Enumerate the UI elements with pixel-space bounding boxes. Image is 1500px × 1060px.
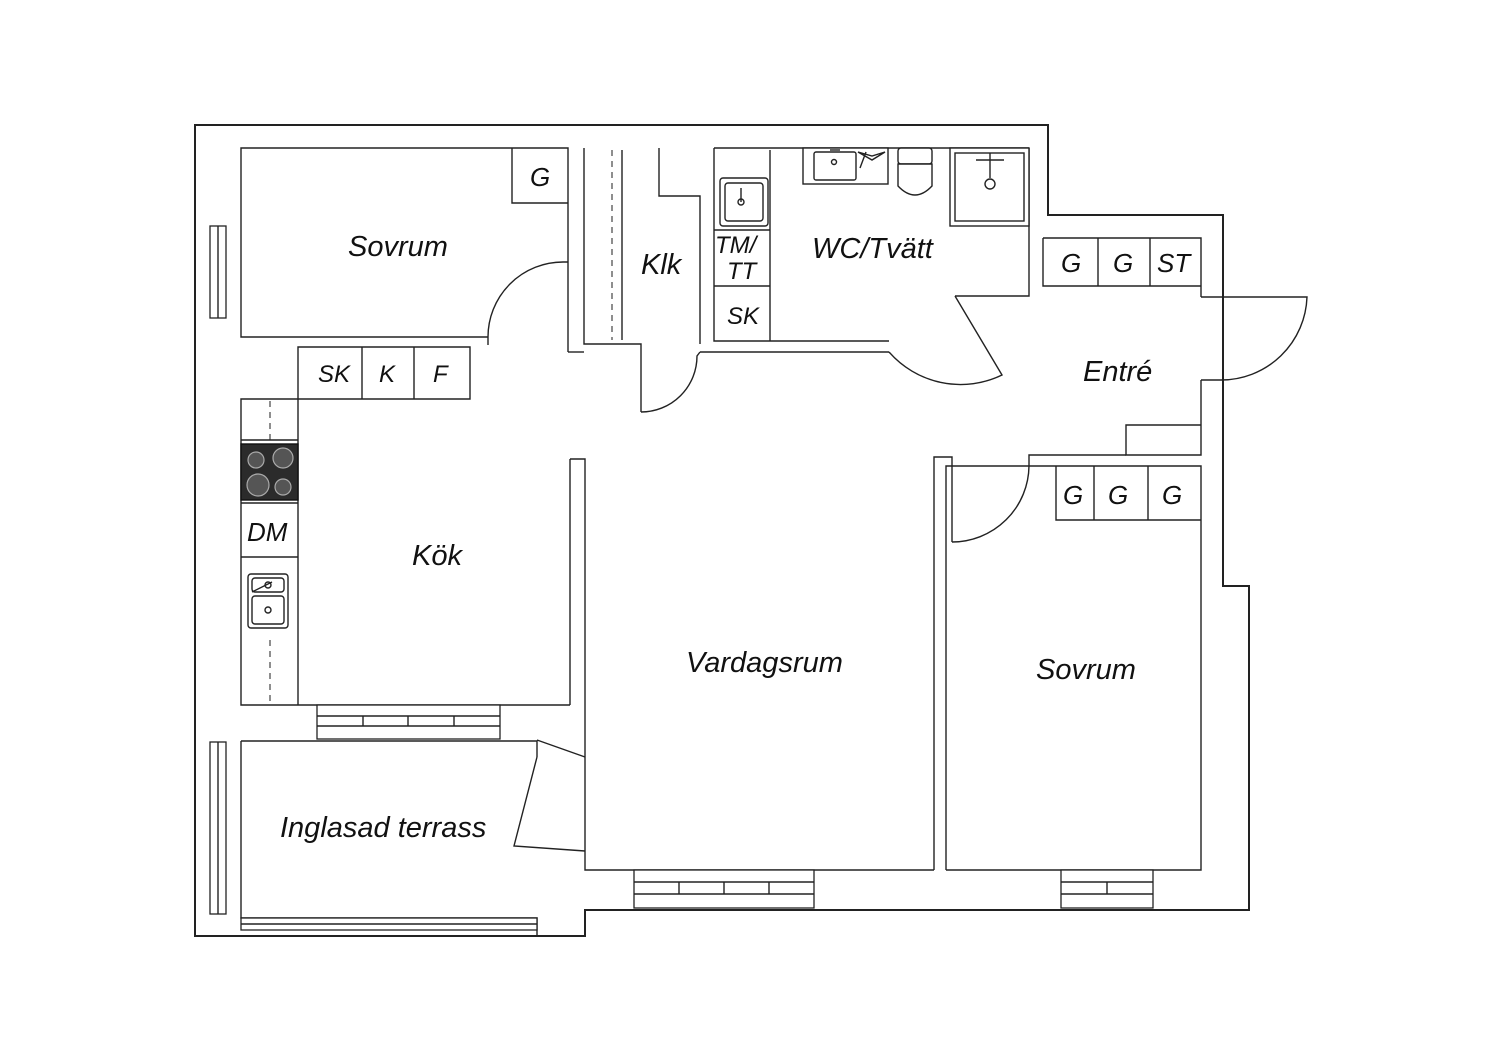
door-entre [1201, 296, 1308, 381]
wc-walls [700, 147, 1030, 353]
cabinet-label-entre-g1: G [1061, 248, 1081, 278]
washer-icon [719, 177, 769, 227]
sovrum-top-walls [240, 147, 569, 352]
stove-icon [240, 443, 299, 501]
room-label-kok: Kök [412, 540, 463, 572]
room-label-sovrum-right: Sovrum [1036, 654, 1136, 686]
window-vardagsrum [633, 869, 815, 909]
window-sovrum-top [209, 225, 227, 319]
room-label-entre: Entré [1083, 356, 1152, 388]
kitchen-sink-icon [247, 573, 289, 629]
cabinet-label-entre-st: ST [1157, 248, 1192, 278]
door-wc [888, 295, 1003, 386]
door-klk [640, 351, 701, 413]
door-terrass [513, 739, 586, 852]
sovrum2-cabinets [1055, 466, 1201, 521]
cabinet-label-wc-sk: SK [727, 303, 760, 330]
sovrum1-cabinet [511, 148, 568, 204]
window-sovrum-right [1060, 869, 1154, 909]
kok-walls [240, 346, 570, 706]
window-terrass-side [209, 741, 227, 915]
door-sovrum-right [951, 465, 1030, 543]
room-label-klk: Klk [641, 249, 683, 281]
window-kok [316, 704, 501, 740]
cabinet-label-sovrum1-g: G [530, 162, 550, 192]
room-label-vardagsrum: Vardagsrum [686, 647, 843, 679]
room-label-terrass: Inglasad terrass [280, 812, 486, 844]
toilet-icon [897, 147, 933, 196]
klk-walls [583, 148, 701, 412]
shower-icon [949, 147, 1030, 227]
cabinet-label-kok-f: F [433, 361, 449, 388]
cabinet-label-entre-g2: G [1113, 248, 1133, 278]
room-label-sovrum-top: Sovrum [348, 231, 448, 263]
window-terrass-bottom [240, 917, 538, 931]
cabinet-label-kok-k: K [379, 361, 396, 388]
cabinet-label-sovrum2-g2: G [1108, 480, 1128, 510]
exterior-outline [194, 124, 1250, 937]
cabinet-label-sovrum2-g3: G [1162, 480, 1182, 510]
cabinet-label-kok-dm: DM [247, 517, 288, 547]
room-label-wc-tvatt: WC/Tvätt [812, 233, 935, 265]
cabinet-label-tt: TT [727, 258, 759, 285]
cabinet-label-sovrum2-g1: G [1063, 480, 1083, 510]
cabinet-label-tm: TM/ [715, 232, 759, 259]
door-sovrum-top [487, 261, 568, 345]
bathroom-sink-icon [802, 147, 889, 185]
cabinet-label-kok-sk: SK [318, 361, 351, 388]
